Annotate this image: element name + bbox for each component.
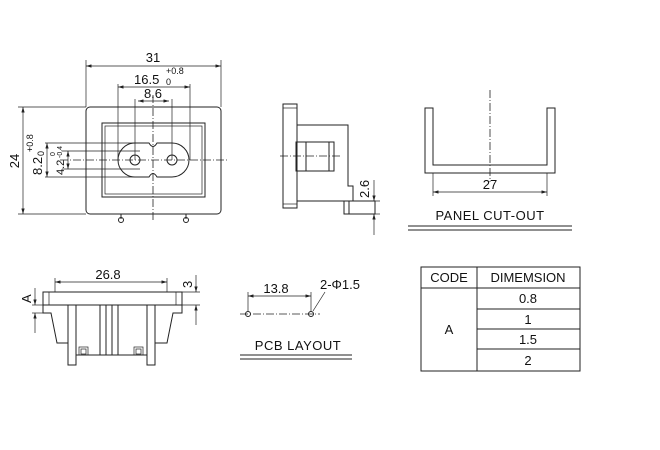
side-view: 2.6 xyxy=(280,103,380,235)
tolerance-lower: -0.4 xyxy=(57,146,64,158)
width-label: 31 xyxy=(146,50,160,65)
neck-height-label: 4.2 xyxy=(55,160,67,175)
cutout-width-label: 27 xyxy=(483,177,497,192)
pcb-layout-view: 13.8 2-Φ1.5 PCB LAYOUT xyxy=(240,277,360,360)
tolerance-upper: +0.8 xyxy=(25,134,35,152)
socket-opening xyxy=(117,142,190,178)
pin-span-label: 16.5 xyxy=(134,72,159,87)
flange-width-label: 26.8 xyxy=(95,267,120,282)
table-value-cell: 1.5 xyxy=(519,332,537,347)
tolerance-upper: +0.8 xyxy=(166,66,184,76)
tolerance-lower: 0 xyxy=(166,77,171,87)
table-header-code: CODE xyxy=(430,270,468,285)
tolerance-upper: 0 xyxy=(50,152,57,156)
hole-spec-label: 2-Φ1.5 xyxy=(320,277,360,292)
panel-cutout-view: 27 PANEL CUT-OUT xyxy=(408,90,572,231)
step-label: 2.6 xyxy=(357,180,372,198)
height-label: 24 xyxy=(7,154,22,168)
code-a-label: A xyxy=(19,294,34,303)
table-header-dimension: DIMEMSION xyxy=(490,270,565,285)
bottom-view: 26.8 3 A xyxy=(19,267,200,366)
table-code-cell: A xyxy=(445,322,454,337)
front-view: 31 16.5 +0.8 0 8.6 24 8.2 +0.8 0 4.2 0 -… xyxy=(7,50,228,223)
opening-height-label: 8.2 xyxy=(30,157,45,175)
pcb-layout-title: PCB LAYOUT xyxy=(255,338,341,353)
flange-thickness-label: 3 xyxy=(180,281,195,288)
table-value-cell: 0.8 xyxy=(519,291,537,306)
table-value-cell: 1 xyxy=(524,312,531,327)
pin-pitch-label: 8.6 xyxy=(144,86,162,101)
dimension-table: CODE DIMEMSION A 0.8 1 1.5 2 xyxy=(420,266,581,372)
tolerance-lower: 0 xyxy=(36,151,46,156)
table-value-cell: 2 xyxy=(524,353,531,368)
hole-spacing-label: 13.8 xyxy=(263,281,288,296)
panel-cutout-title: PANEL CUT-OUT xyxy=(435,208,544,223)
